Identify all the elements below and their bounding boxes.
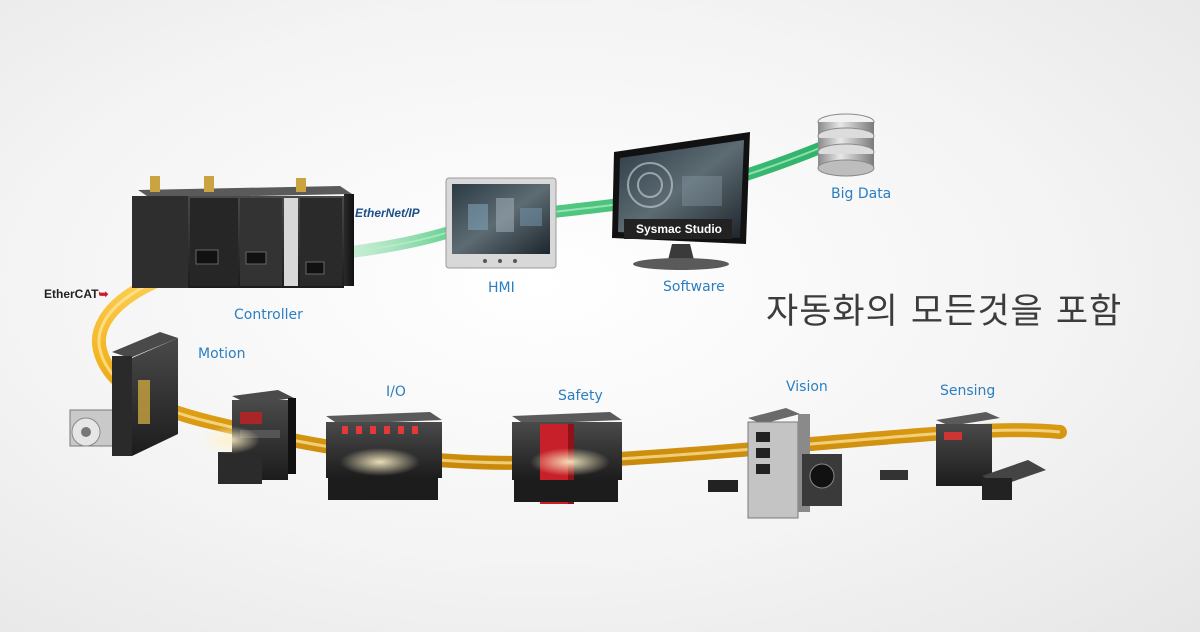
- big-data-database: [817, 113, 875, 177]
- label-safety: Safety: [558, 388, 603, 404]
- label-software: Software: [663, 279, 725, 295]
- label-sensing: Sensing: [940, 383, 996, 399]
- sensing-amplifiers: [880, 460, 1046, 500]
- hmi-device: [445, 177, 557, 269]
- ethernet-ip-logo: EtherNet/IP: [355, 206, 420, 220]
- vision-controller: [747, 408, 810, 519]
- sensing-controller: [936, 412, 1000, 486]
- label-io: I/O: [386, 384, 406, 400]
- label-controller: Controller: [234, 307, 303, 323]
- label-vision: Vision: [786, 379, 828, 395]
- label-big-data: Big Data: [831, 186, 892, 202]
- software-screen-title: Sysmac Studio: [635, 222, 723, 236]
- software-monitor: [612, 132, 750, 270]
- servo-motor: [69, 409, 117, 447]
- label-hmi: HMI: [488, 280, 515, 296]
- label-motion: Motion: [198, 346, 246, 362]
- headline: 자동화의 모든것을 포함: [766, 292, 1123, 332]
- ethercat-logo: EtherCAT➥: [44, 287, 109, 301]
- vision-camera: [708, 454, 842, 506]
- ethercat-arrow-icon: ➥: [98, 287, 109, 301]
- ethercat-logo-text: EtherCAT: [44, 287, 99, 301]
- servo-drive: [112, 332, 178, 456]
- controller-device: [132, 176, 354, 288]
